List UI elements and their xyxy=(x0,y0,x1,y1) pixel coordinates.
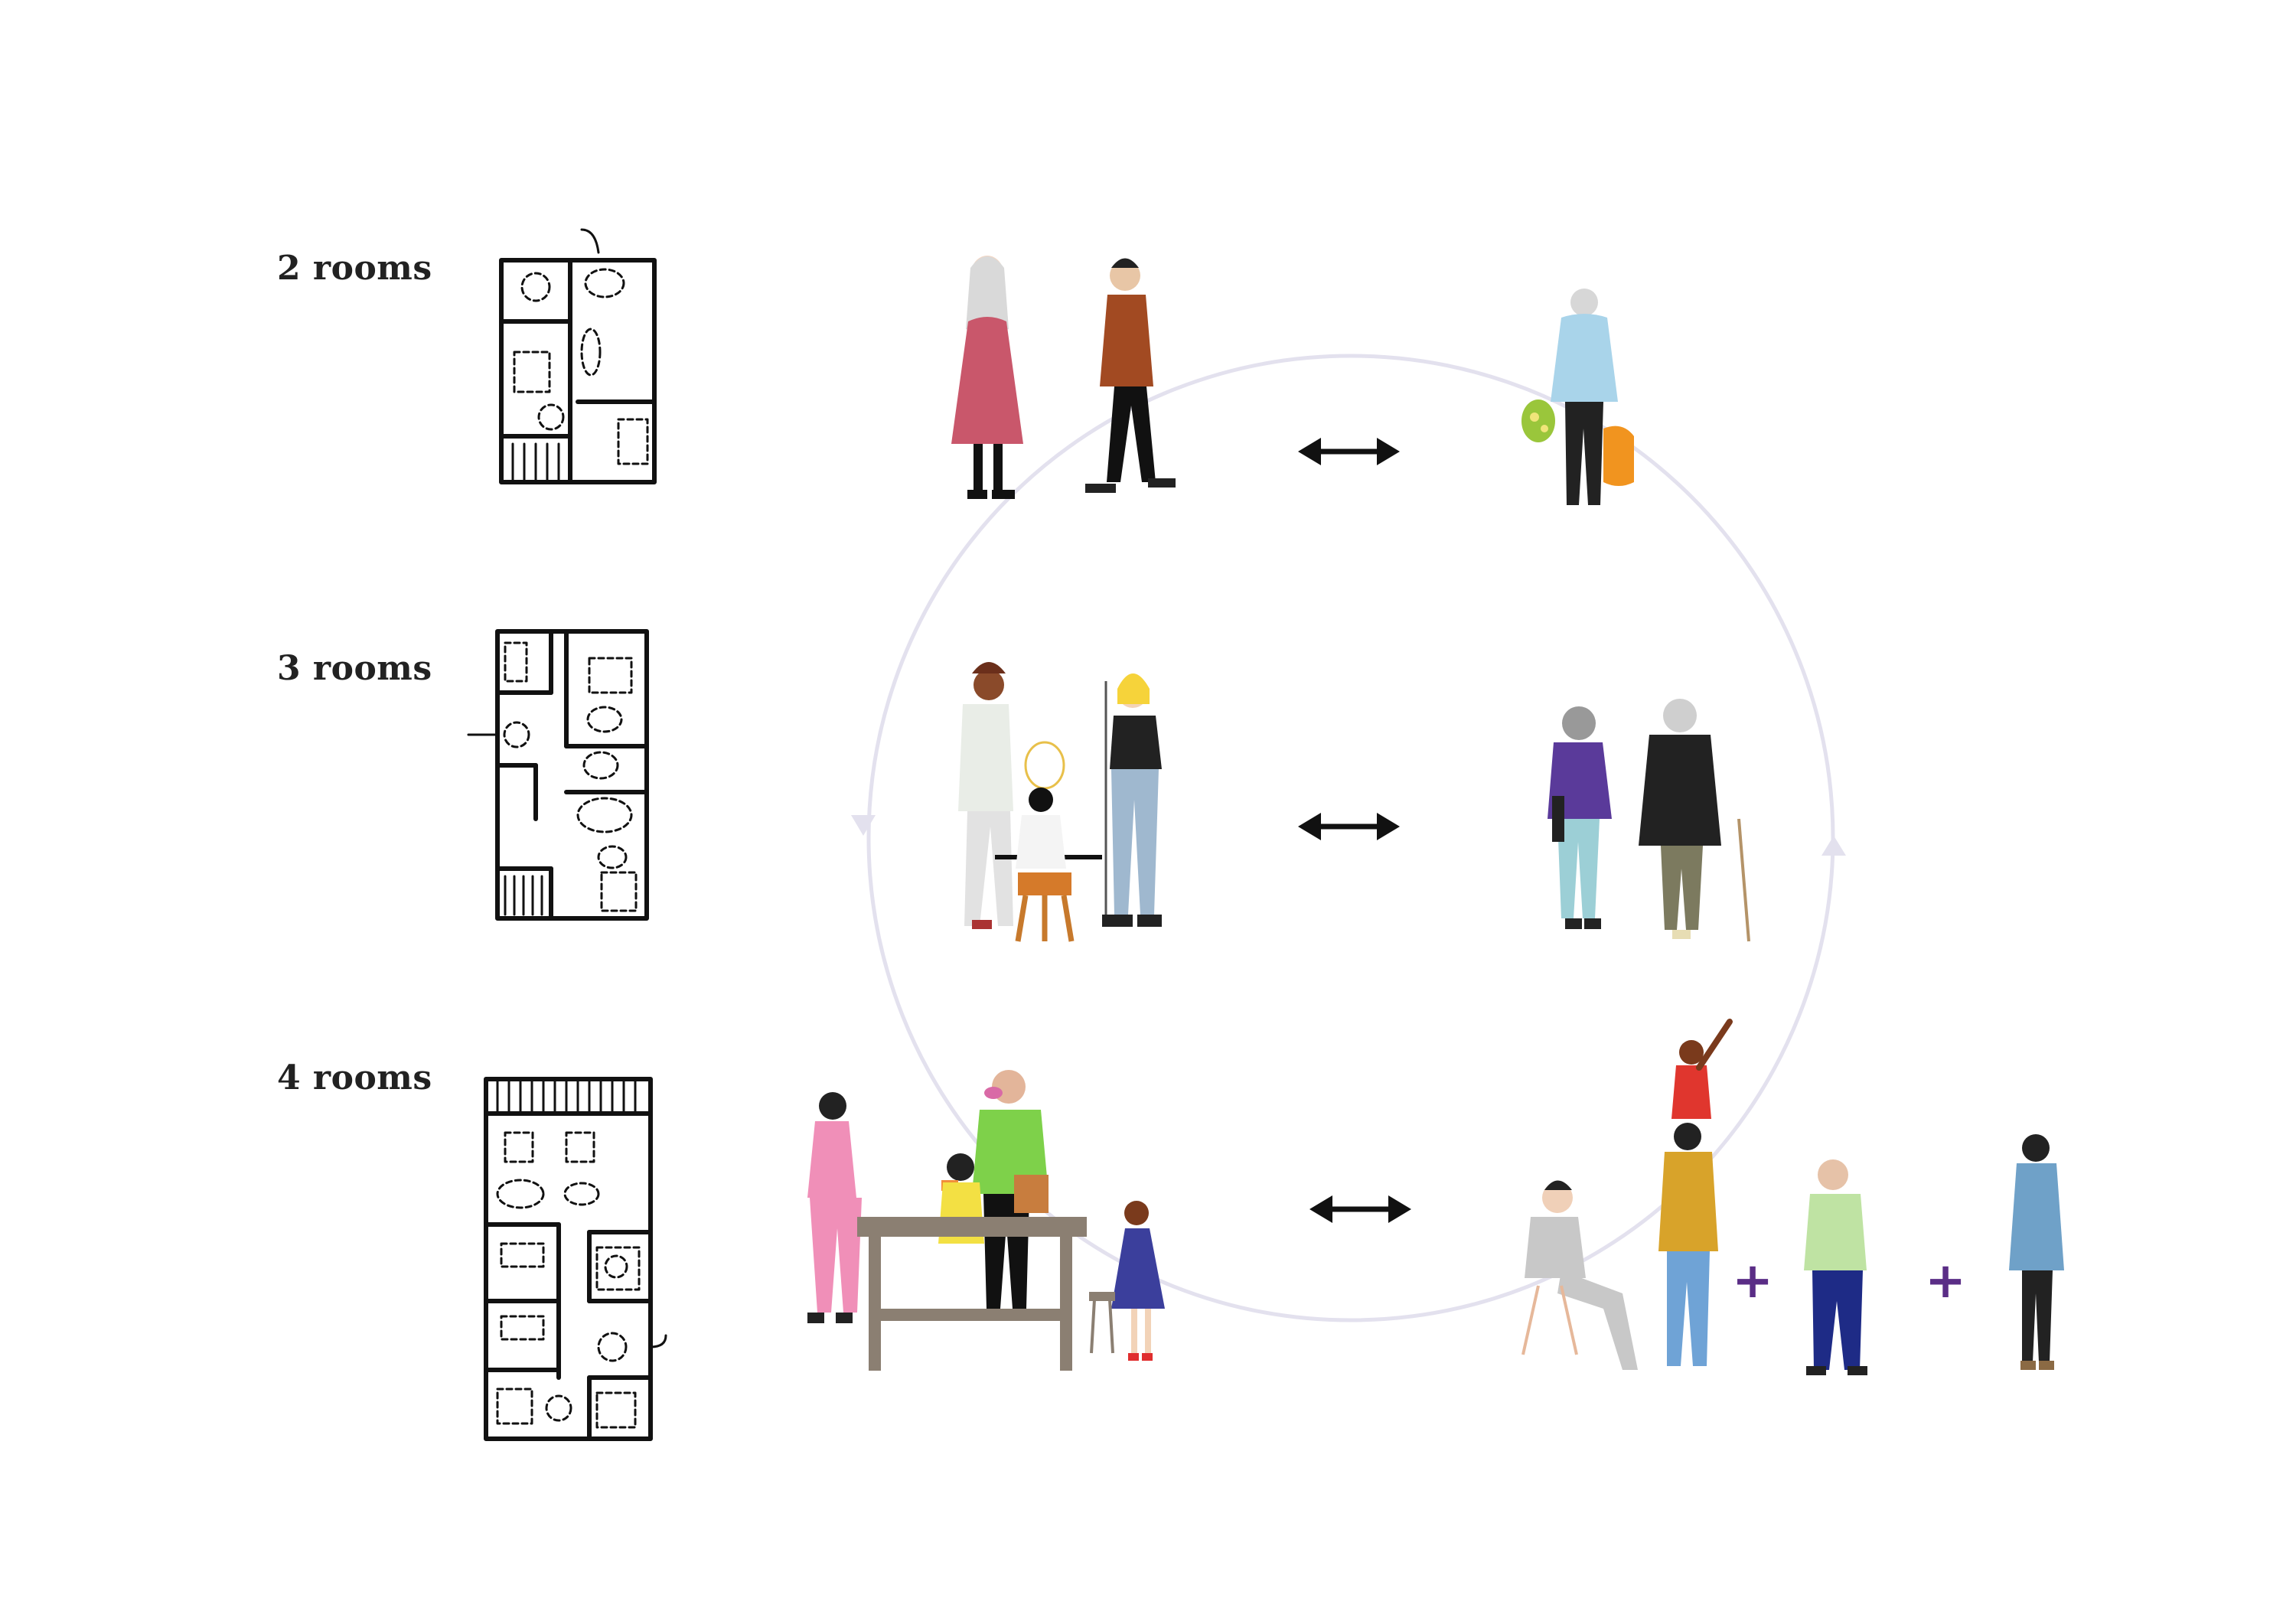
person-elderly-man-with-cane xyxy=(1639,699,1750,942)
exchange-arrow-row-1 xyxy=(1298,438,1400,465)
cycle-arrowhead-right xyxy=(1821,836,1846,856)
plus-sign-1: + xyxy=(1732,1253,1773,1309)
person-girl-blue-dress xyxy=(1089,1201,1165,1361)
row-label-3-rooms: 3 rooms xyxy=(277,649,432,688)
person-bearded-man-drawing xyxy=(958,662,1013,929)
floor-plan-2-rooms xyxy=(499,228,657,484)
person-elderly-with-shopping-bags xyxy=(1521,289,1634,505)
exchange-arrow-row-2 xyxy=(1298,813,1400,840)
cycle-arrowhead-left xyxy=(851,815,876,836)
drawing-board-with-child xyxy=(995,681,1107,942)
person-elderly-man-green-shirt xyxy=(1804,1159,1867,1375)
person-man-plaid-shirt xyxy=(1085,258,1176,493)
plus-sign-2: + xyxy=(1925,1253,1966,1309)
cycle-ring xyxy=(851,354,1846,1322)
row-label-4-rooms: 4 rooms xyxy=(277,1058,432,1097)
person-woman-pink-overalls xyxy=(807,1092,862,1323)
person-young-man-blue-shirt xyxy=(2009,1134,2064,1370)
person-elderly-woman-purple-jacket xyxy=(1548,706,1612,929)
wooden-table xyxy=(857,1175,1087,1371)
person-man-carrying-child xyxy=(1658,1019,1733,1366)
person-blonde-woman xyxy=(1102,673,1162,927)
exchange-arrow-row-3 xyxy=(1309,1195,1411,1223)
person-woman-sitting-grey xyxy=(1521,1180,1638,1370)
floor-plan-3-rooms xyxy=(467,629,649,921)
row-label-2-rooms: 2 rooms xyxy=(277,249,432,288)
person-woman-pink-coat xyxy=(951,256,1023,499)
floor-plan-4-rooms xyxy=(484,1077,667,1441)
